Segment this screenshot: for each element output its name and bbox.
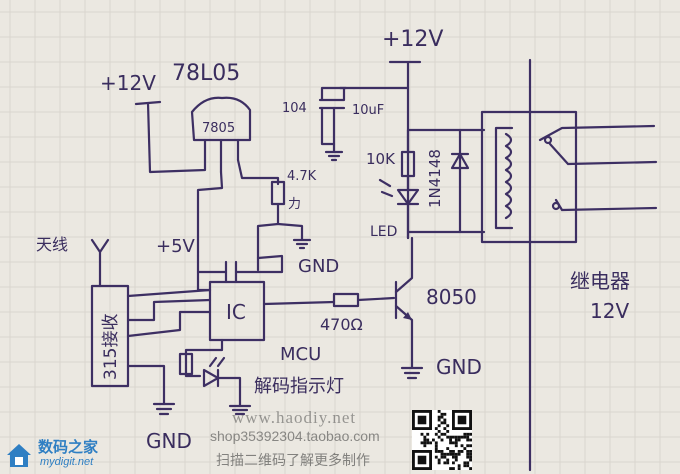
diode-label: 1N4148	[426, 149, 444, 208]
gnd-right-symbol	[400, 358, 424, 380]
ic-label: IC	[226, 300, 246, 324]
decode-led-label: 解码指示灯	[254, 376, 344, 397]
led-label: LED	[370, 224, 397, 240]
res-4k7-label: 4.7K	[287, 169, 317, 184]
regulator-body-label: 7805	[202, 121, 235, 136]
relay-voltage-label: 12V	[590, 299, 629, 323]
res-4k7-note: 力	[288, 197, 301, 212]
watermark-url: www.haodiy.net	[232, 408, 357, 427]
relay	[480, 58, 658, 472]
logo-main-text: 数码之家	[38, 438, 99, 456]
rx-module-label: 315接收	[101, 314, 121, 380]
antenna-label: 天线	[36, 235, 68, 254]
qr-code	[412, 410, 472, 470]
res-470-label: 470Ω	[320, 315, 363, 334]
vcc-left-label: +12V	[100, 71, 156, 95]
cap-10uf-label: 10uF	[352, 103, 384, 118]
transistor-label: 8050	[426, 285, 477, 309]
logo-sub-text: mydigit.net	[40, 456, 94, 468]
gnd-left-label: GND	[146, 429, 192, 453]
regulator: 7805	[190, 96, 252, 174]
regulator-name-label: 78L05	[172, 61, 240, 86]
gnd-right-label: GND	[436, 355, 482, 379]
gnd-left-symbol	[152, 402, 176, 416]
vcc-top-label: +12V	[382, 27, 443, 52]
site-logo[interactable]: 数码之家 mydigit.net	[4, 436, 114, 472]
watermark-shop: shop35392304.taobao.com	[210, 428, 380, 444]
gnd-mid-symbol	[292, 234, 312, 250]
gnd-led-symbol	[228, 404, 252, 416]
gnd-mid-label: GND	[298, 256, 339, 277]
house-icon	[7, 444, 31, 467]
relay-name-label: 继电器	[570, 269, 630, 293]
transistor	[394, 236, 414, 362]
plus5v-label: +5V	[156, 236, 196, 257]
res-10k-label: 10K	[366, 150, 396, 168]
antenna-icon	[90, 238, 110, 288]
mcu-label: MCU	[280, 344, 321, 365]
qr-code-icon	[412, 410, 472, 470]
watermark-scan-text: 扫描二维码了解更多制作	[216, 453, 370, 469]
cap-104-label: 104	[282, 101, 307, 116]
gnd-cap-symbol	[324, 142, 344, 162]
res-470-body	[332, 292, 360, 308]
